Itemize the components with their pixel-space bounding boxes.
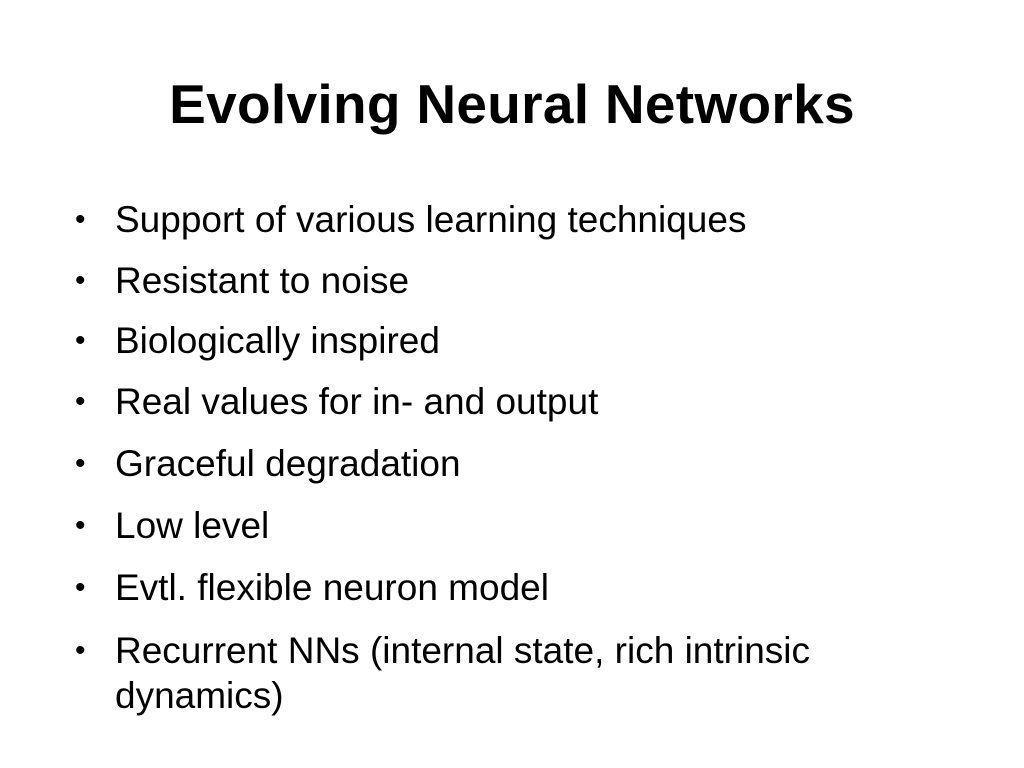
bullet-text: Resistant to noise <box>115 260 410 301</box>
bullet-text: Biologically inspired <box>115 320 440 361</box>
bullet-dot-icon: • <box>75 571 86 604</box>
bullet-text: Real values for in- and output <box>115 381 599 422</box>
bullet-dot-icon: • <box>75 203 86 236</box>
bullet-text: Support of various learning techniques <box>115 199 747 240</box>
bullet-dot-icon: • <box>75 264 86 297</box>
bullet-text: Recurrent NNs (internal state, rich intr… <box>115 630 810 716</box>
bullet-dot-icon: • <box>75 509 86 542</box>
bullet-text: Low level <box>115 505 270 546</box>
bullet-text: Evtl. flexible neuron model <box>115 567 549 608</box>
bullet-dot-icon: • <box>75 324 86 357</box>
bullet-dot-icon: • <box>75 385 86 418</box>
bullet-dot-icon: • <box>75 634 86 667</box>
slide-title: Evolving Neural Networks <box>169 73 855 135</box>
bullet-text: Graceful degradation <box>115 443 461 484</box>
bullet-dot-icon: • <box>75 447 86 480</box>
